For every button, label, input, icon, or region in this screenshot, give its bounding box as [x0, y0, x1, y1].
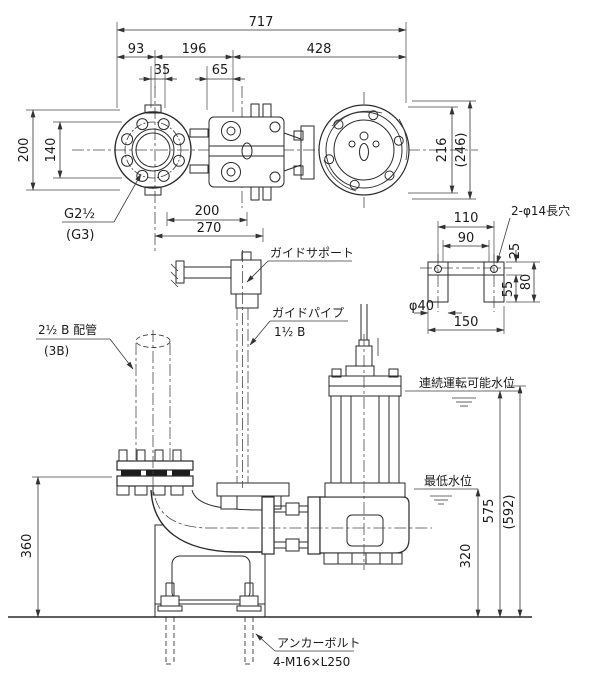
- guide-pipe-size-text: 1½ B: [274, 325, 305, 339]
- bracket-plate: [427, 261, 505, 276]
- dim-motor-od: 216: [435, 138, 450, 163]
- water-level-lowest-text: 最低水位: [424, 473, 472, 488]
- dim-foot-dia: φ40: [409, 299, 434, 314]
- pump-top-view: [318, 104, 410, 196]
- pump-volute: [319, 496, 410, 565]
- top-view: 717 93 196 428 35 65 200 140: [17, 15, 478, 252]
- anchor-bolt-size-text: 4-M16×L250: [273, 655, 350, 669]
- water-level-continuous-text: 連続運転可能水位: [419, 375, 515, 390]
- dim-offset-35: 35: [154, 63, 171, 78]
- guide-support: [170, 251, 262, 309]
- pump-motor: [324, 304, 406, 498]
- guide-pipe-text: ガイドパイプ: [272, 306, 344, 320]
- slot-hole-left: [434, 265, 442, 273]
- dim-conn-200: 200: [195, 204, 220, 219]
- discharge-elbow: [150, 489, 263, 553]
- dim-bracket-25: 25: [508, 243, 523, 260]
- thread-size-text: G2½: [64, 207, 95, 222]
- anchor-bolt-right: [236, 582, 262, 665]
- guide-support-label: ガイドサポート: [246, 246, 354, 283]
- dim-flange-bolt-circle: 140: [44, 138, 59, 163]
- elevation-dimensions: 360 320 575 (592): [20, 385, 526, 618]
- anchor-bolt-text: アンカーボルト: [277, 636, 361, 650]
- dim-bracket-150: 150: [454, 315, 479, 330]
- guide-pipe-label: ガイドパイプ 1½ B: [249, 306, 348, 346]
- dim-bracket-80: 80: [519, 274, 534, 291]
- dim-base-height: 360: [20, 534, 35, 559]
- thread-label: G2½ (G3): [62, 173, 142, 243]
- connector-top-view: [208, 103, 315, 201]
- slot-label-text: 2-φ14長穴: [511, 203, 570, 218]
- dim-slot-pitch-110: 110: [454, 211, 479, 226]
- riser-pipe-text: 2½ B 配管: [38, 322, 97, 337]
- anchor-bolt-label: アンカーボルト 4-M16×L250: [255, 633, 361, 669]
- dim-seg-428: 428: [307, 42, 332, 57]
- dim-overall-ref: (592): [502, 495, 517, 530]
- dim-flange-od: 200: [17, 138, 32, 163]
- riser-pipe-alt-text: (3B): [44, 344, 69, 358]
- thread-size-alt-text: (G3): [66, 228, 95, 243]
- dim-lowest-level: 320: [459, 544, 474, 569]
- elevation-view: 連続運転可能水位 最低水位 360 320 575 (592): [8, 246, 532, 669]
- dim-slot-pitch-90: 90: [458, 231, 475, 246]
- flange-top-view: [114, 104, 209, 196]
- slot-label: 2-φ14長穴: [496, 203, 570, 264]
- top-dimensions: 717 93 196 428 35 65 200 140: [17, 15, 476, 242]
- slot-hole-right: [490, 265, 498, 273]
- dim-bracket-55: 55: [501, 281, 516, 298]
- riser-pipe-label: 2½ B 配管 (3B): [36, 322, 134, 370]
- dim-continuous-level: 575: [482, 499, 497, 524]
- anchor-bolt-left: [157, 582, 183, 665]
- motor-bolts: [324, 110, 404, 190]
- dim-overall-width: 717: [249, 15, 274, 30]
- guide-support-text: ガイドサポート: [270, 246, 354, 260]
- dim-offset-65: 65: [212, 63, 229, 78]
- dim-seg-93: 93: [128, 42, 145, 57]
- connector-flange-joint: [261, 496, 321, 555]
- pipe-flange-joint: [116, 449, 194, 496]
- bracket-dimensions: 110 90 25 55 80 φ40 150: [409, 211, 540, 334]
- guide-claw: [216, 482, 290, 510]
- bracket-detail-view: 110 90 25 55 80 φ40 150 2-φ14長穴: [409, 203, 570, 334]
- dim-conn-270: 270: [197, 221, 222, 236]
- dim-seg-196: 196: [182, 42, 207, 57]
- water-level-continuous: 連続運転可能水位: [405, 375, 522, 407]
- guide-pipe: [236, 308, 249, 483]
- dim-motor-od-ref: (246): [454, 133, 469, 168]
- centerline-discharge: [152, 330, 432, 529]
- water-level-lowest: 最低水位: [414, 473, 478, 505]
